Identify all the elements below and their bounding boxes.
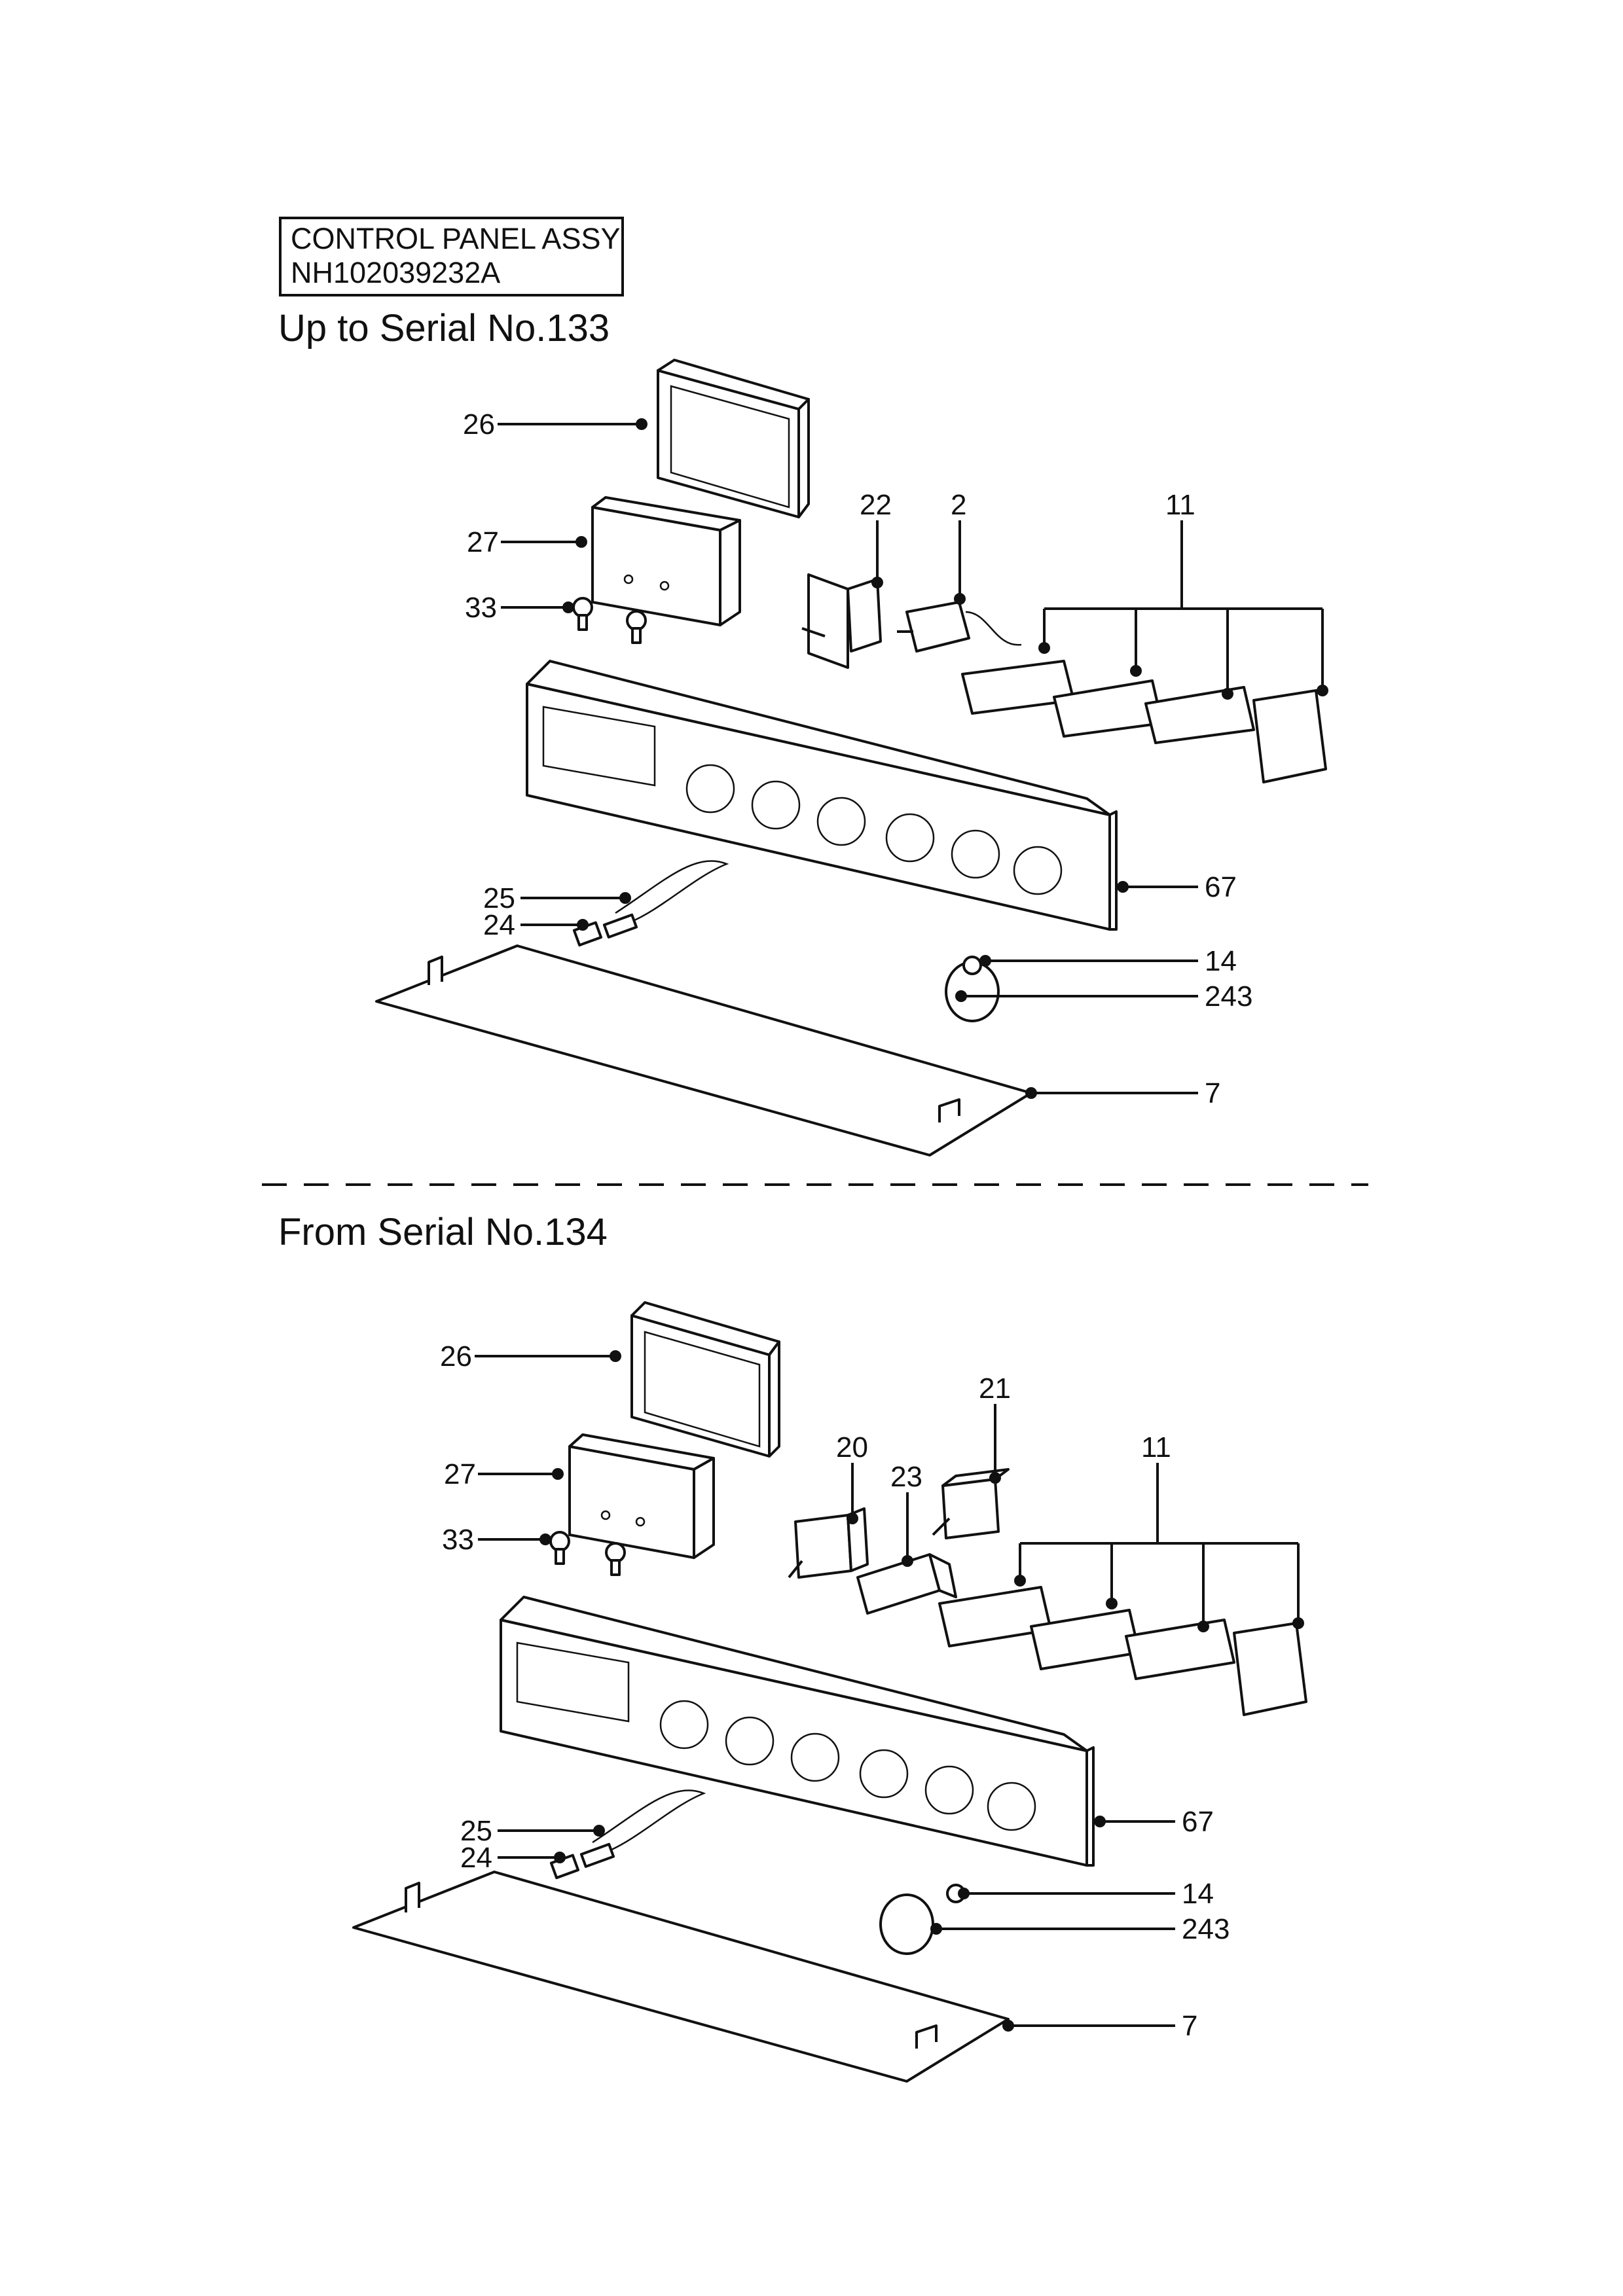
callout-33: 33 (465, 592, 497, 624)
part-11-switches-2 (938, 1586, 1307, 1716)
callout-27-2: 27 (444, 1458, 476, 1490)
section-1-heading: Up to Serial No.133 (278, 307, 610, 350)
callout-27: 27 (467, 526, 499, 558)
section-2-heading: From Serial No.134 (278, 1211, 608, 1253)
callout-243: 243 (1205, 980, 1252, 1013)
callout-7: 7 (1205, 1077, 1220, 1109)
callout-24: 24 (483, 909, 515, 941)
part-24-25-lamp-2 (549, 1789, 706, 1880)
title-line-2: NH102039232A (291, 256, 500, 289)
part-27-housing-2 (568, 1433, 715, 1559)
callout-23: 23 (890, 1461, 922, 1493)
callout-14-2: 14 (1182, 1878, 1214, 1910)
callout-26: 26 (463, 408, 495, 440)
callout-11-2: 11 (1141, 1431, 1171, 1463)
title-line-1: CONTROL PANEL ASSY (291, 222, 620, 255)
part-33-screws (572, 597, 647, 644)
part-11-switches (961, 660, 1327, 783)
callout-26-2: 26 (440, 1340, 472, 1372)
callout-33-2: 33 (442, 1524, 474, 1556)
part-27-housing (591, 496, 741, 626)
section-1-callouts: 26 27 33 22 2 11 67 25 24 14 (463, 408, 1328, 1109)
part-26-bracket-2 (630, 1301, 780, 1458)
section-from-134: From Serial No.134 (278, 1211, 1307, 2083)
callout-25-2: 25 (460, 1815, 492, 1847)
section-2-callouts: 26 27 33 20 21 23 11 67 25 24 (440, 1340, 1304, 2042)
part-7-plate-2 (352, 1871, 1010, 2083)
callout-14: 14 (1205, 945, 1237, 977)
title-box: CONTROL PANEL ASSY NH102039232A (279, 217, 624, 296)
part-14-243-knob (945, 956, 1000, 1022)
panel-knob-holes-2 (659, 1700, 1036, 1831)
part-22-switch (801, 573, 882, 669)
panel-knob-holes (685, 764, 1063, 895)
part-26-bracket (657, 359, 810, 518)
callout-67-2: 67 (1182, 1806, 1214, 1838)
callout-67: 67 (1205, 871, 1237, 903)
callout-2: 2 (951, 489, 966, 521)
callout-21: 21 (979, 1372, 1011, 1405)
part-67-panel (526, 660, 1118, 931)
callout-11: 11 (1165, 489, 1195, 521)
callout-243-2: 243 (1182, 1913, 1230, 1945)
part-7-plate (375, 944, 1032, 1157)
callout-25: 25 (483, 882, 515, 914)
part-24-25-lamp (572, 860, 729, 947)
part-67-panel-2 (500, 1596, 1095, 1867)
part-20-thermostat (788, 1507, 869, 1579)
callout-20: 20 (836, 1431, 868, 1463)
part-2-thermostat (897, 601, 1022, 653)
callout-24-2: 24 (460, 1842, 492, 1874)
callout-22: 22 (860, 489, 892, 521)
part-14-243-knob-2 (879, 1884, 966, 1955)
section-up-to-133: Up to Serial No.133 (278, 307, 1328, 1157)
callout-7-2: 7 (1182, 2010, 1197, 2042)
